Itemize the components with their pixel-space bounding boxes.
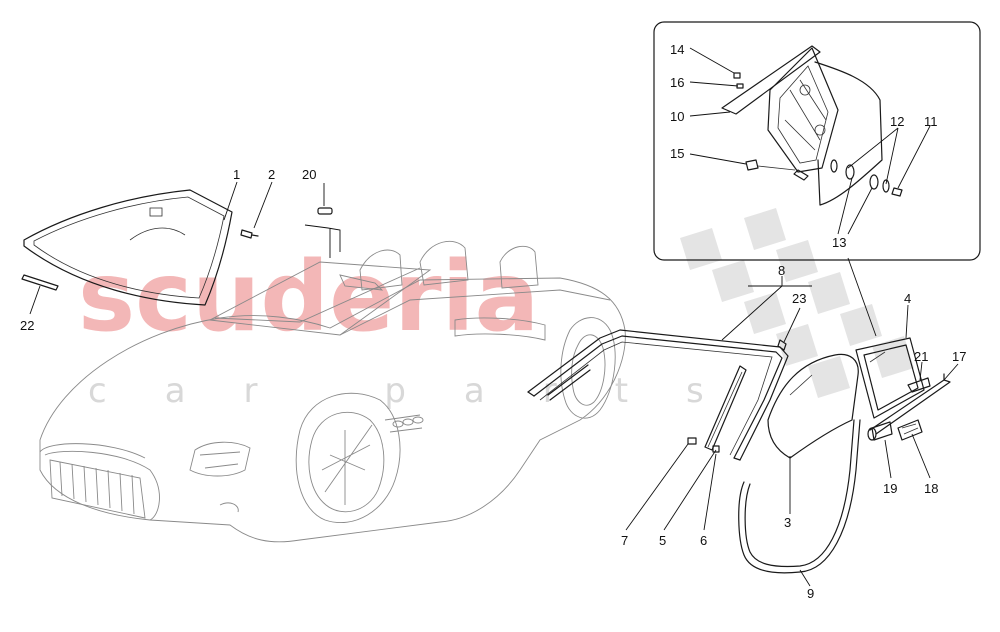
- callout-labels: 1 2 3 4 5 6 7 8 9 10 11 12 13 14 15 16 1…: [20, 42, 966, 601]
- callout-9: 9: [807, 586, 814, 601]
- quarter-glass-4: [855, 337, 925, 419]
- watermark-brand: scuderia: [78, 241, 539, 353]
- callout-12: 12: [890, 114, 904, 129]
- callout-15: 15: [670, 146, 684, 161]
- callout-8: 8: [778, 263, 785, 278]
- screw-11: [891, 187, 903, 197]
- callout-17: 17: [952, 349, 966, 364]
- car-outline: [39, 240, 626, 543]
- pin-20: [317, 207, 333, 215]
- leader-15-axis: [757, 165, 796, 171]
- window-regulator-10: [721, 45, 883, 206]
- screw-23: [777, 339, 787, 351]
- callout-19: 19: [883, 481, 897, 496]
- inset-pointer: [847, 257, 877, 337]
- door-glass-3: [767, 353, 859, 459]
- callout-6: 6: [700, 533, 707, 548]
- windshield: [23, 189, 233, 306]
- detail-inset-box: [653, 21, 981, 261]
- leader-lines: [29, 47, 959, 587]
- bracket-18-detail: [901, 423, 919, 435]
- screw-6: [712, 445, 720, 453]
- callout-22: 22: [20, 318, 34, 333]
- leader-20-bracket: [304, 224, 341, 258]
- windshield-strip: [21, 274, 59, 291]
- bracket-21: [907, 377, 931, 393]
- screw-2: [240, 229, 259, 239]
- callout-18: 18: [924, 481, 938, 496]
- washers-12-13: [830, 159, 890, 193]
- watermark-sub: car parts: [88, 371, 762, 411]
- cylinder-19: [867, 421, 893, 441]
- callout-5: 5: [659, 533, 666, 548]
- callout-13: 13: [832, 235, 846, 250]
- callout-11: 11: [924, 114, 938, 129]
- callout-3: 3: [784, 515, 791, 530]
- callout-14: 14: [670, 42, 684, 57]
- washer-16: [736, 83, 744, 89]
- callout-1: 1: [233, 167, 240, 182]
- checker-flag-watermark: [680, 208, 914, 398]
- nut-15: [745, 159, 759, 171]
- callout-20: 20: [302, 167, 316, 182]
- door-seal-9: [738, 419, 861, 574]
- bracket-18: [897, 419, 923, 441]
- callout-21: 21: [914, 349, 928, 364]
- callout-23: 23: [792, 291, 806, 306]
- screw-14: [733, 72, 741, 79]
- callout-7: 7: [621, 533, 628, 548]
- callout-10: 10: [670, 109, 684, 124]
- door-seal-8: [527, 329, 789, 461]
- rod-17: [869, 373, 951, 435]
- door-strip-5: [704, 365, 747, 451]
- callout-4: 4: [904, 291, 911, 306]
- callout-16: 16: [670, 75, 684, 90]
- screw-7: [687, 437, 697, 445]
- callout-2: 2: [268, 167, 275, 182]
